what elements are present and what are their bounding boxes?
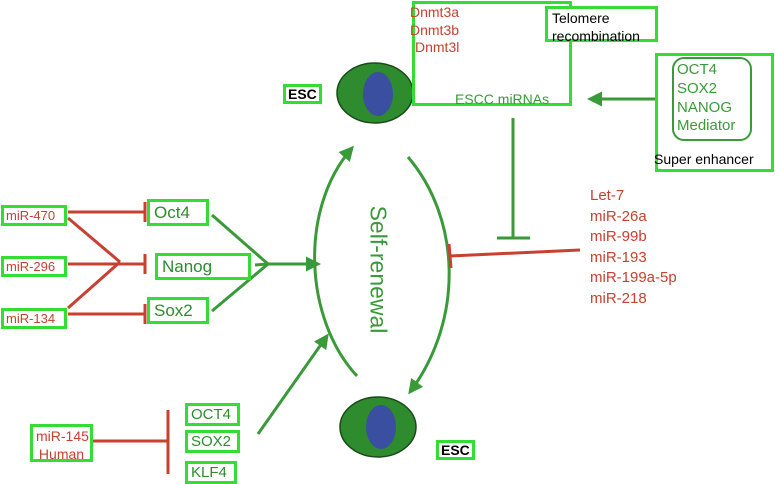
mirna-145-line: Human [38,445,85,462]
mirna-134: miR-134 [1,308,67,329]
mirna-item: miR-99b [590,228,647,246]
mirna-item: miR-218 [590,289,647,307]
tf-bottom-klf4: KLF4 [185,461,237,484]
factor-item: OCT4 [677,61,718,78]
mirna-item: miR-199a-5p [590,269,677,287]
esc-bottom-label: ESC [436,440,475,460]
tf-nanog: Nanog [155,253,251,280]
self-renewal-label: Self-renewal [365,205,392,334]
bottom-mirna-inhibition [92,410,170,474]
telomere-line: Telomere [552,10,610,26]
esc-cell-top [336,62,414,124]
mirna-145-line: miR-145 [36,428,89,444]
escc-inhibition [497,118,530,240]
right-mirna-inhibition [447,243,581,269]
tf-sox2: Sox2 [147,297,209,324]
bottom-tf-arrow [256,333,329,435]
tf-bottom-oct4: OCT4 [185,403,240,426]
super-enhancer-box [655,53,774,172]
mirna-item: miR-193 [590,248,647,266]
factor-item: NANOG [677,98,733,116]
tf-bottom-sox2: SOX2 [185,430,240,453]
left-tf-activation [211,213,321,313]
mirna-296: miR-296 [1,256,67,277]
dnmt-item: Dnmt3a [410,4,460,20]
factor-item: Mediator [677,117,736,135]
dnmt-list: Dnmt3a Dnmt3b Dnmt3l [410,4,459,57]
mirna-item: Let-7 [590,187,625,204]
factor-item: SOX2 [677,79,718,97]
super-enhancer-panel [672,57,752,141]
right-mirna-list: Let-7 miR-26a miR-99b miR-193 miR-199a-5… [590,186,677,309]
escc-mirnas-label: ESCC miRNAs [455,91,550,107]
esc-top-label: ESC [283,84,322,104]
tf-oct4: Oct4 [147,199,209,226]
telomere-box: Telomere recombination [545,6,658,44]
self-renewal-arrow-down [406,156,451,395]
dnmt-item: Dnmt3l [415,39,460,55]
super-enhancer-label: Super enhancer [654,151,754,167]
esc-cell-bottom [339,396,417,458]
self-renewal-arrow-up [313,145,359,378]
mirna-145-box: miR-145 Human [30,424,93,462]
mirna-item: miR-26a [590,207,647,225]
telomere-line: recombination [552,27,640,44]
left-mirna-inhibition [67,202,147,324]
mirna-470: miR-470 [1,205,67,226]
dnmt-item: Dnmt3b [410,21,460,38]
super-enhancer-factors: OCT4 SOX2 NANOG Mediator [677,61,735,136]
